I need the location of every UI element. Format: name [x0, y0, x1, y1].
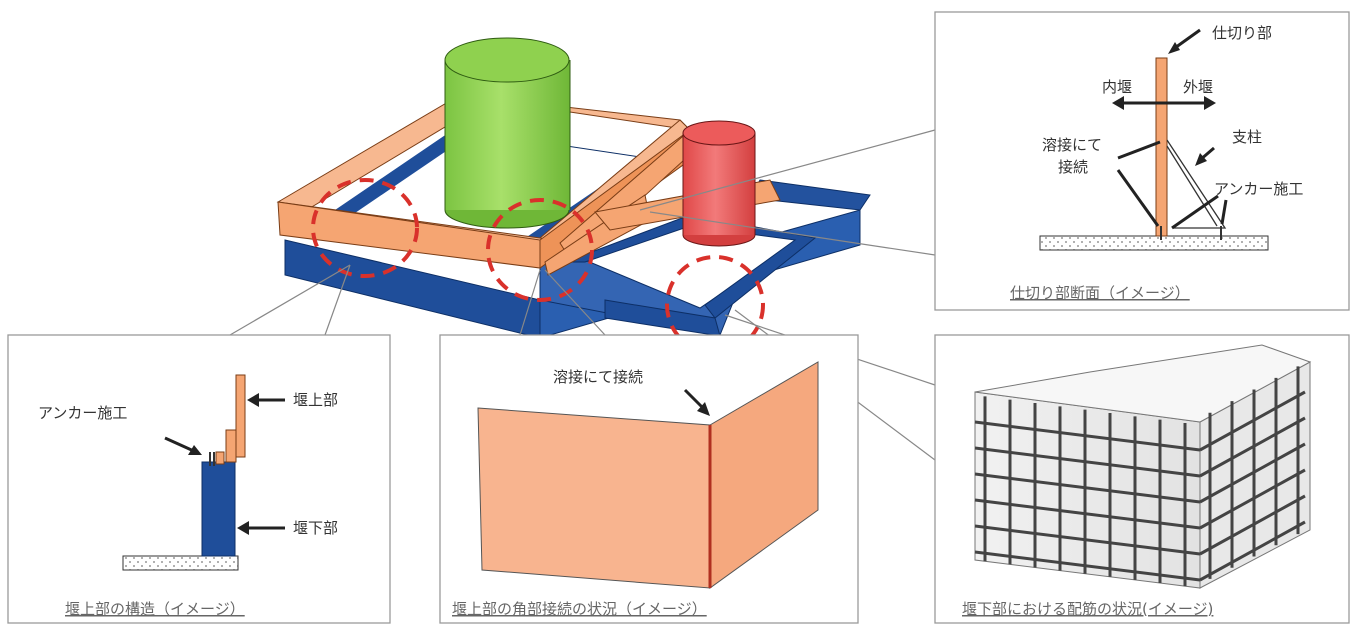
- ground-slab-2: [122, 555, 239, 571]
- upper-weir-plate-1: [235, 374, 246, 458]
- rebar-panel: 堰下部における配筋の状況(イメージ): [934, 334, 1350, 624]
- inner-blue-strips: [335, 125, 480, 213]
- arrowhead-lower: [237, 521, 249, 535]
- rebar-horizontal: [974, 550, 1201, 582]
- arrowhead-outer: [1204, 96, 1216, 110]
- rebar-horizontal: [974, 446, 1201, 478]
- arrowhead-anchor-left: [188, 445, 202, 455]
- ground-slab: [1039, 235, 1269, 251]
- arrowhead-weld-corner: [697, 402, 710, 416]
- rebar-wall-top: [974, 344, 1312, 423]
- highlight-circle-center: [486, 198, 594, 302]
- caption-rebar: 堰下部における配筋の状況(イメージ): [962, 600, 1213, 618]
- caption-corner: 堰上部の角部接続の状況（イメージ）: [452, 600, 707, 618]
- arrow-anchor-left: [164, 436, 197, 454]
- rebar-horizontal: [1199, 390, 1306, 452]
- arrowhead-support: [1195, 153, 1207, 166]
- rebar-horizontal: [974, 524, 1201, 556]
- main-weir-3d: [276, 37, 871, 355]
- upper-weir-plate-3: [215, 451, 225, 465]
- small-tank: [682, 120, 756, 247]
- section-panel: 仕切り部 内堰 外堰 溶接にて 接続 支柱 アンカー施工 仕切り部断面（イメージ…: [934, 11, 1350, 311]
- rebar-grid: [974, 366, 1306, 587]
- label-anchor-2: アンカー施工: [38, 404, 127, 422]
- partition-plate: [1155, 57, 1168, 237]
- rebar-horizontal: [1199, 494, 1306, 556]
- highlight-circle-left: [311, 178, 419, 278]
- label-partition: 仕切り部: [1212, 24, 1272, 42]
- label-lower-weir: 堰下部: [293, 519, 338, 537]
- label-weld-line1: 溶接にて: [1042, 136, 1102, 154]
- arrowhead-inner: [1112, 96, 1124, 110]
- label-support: 支柱: [1232, 128, 1262, 146]
- corner-panel: 溶接にて接続 堰上部の角部接続の状況（イメージ）: [439, 334, 859, 624]
- support-strut: [1166, 139, 1227, 229]
- label-upper-weir: 堰上部: [293, 391, 338, 409]
- corner-plate-left: [477, 407, 711, 589]
- label-weld-line2: 接続: [1058, 158, 1088, 176]
- arrow-weld-1: [1117, 140, 1161, 160]
- rebar-horizontal: [1199, 468, 1306, 530]
- lower-weir-block: [201, 461, 236, 557]
- arrowhead-partition: [1168, 42, 1180, 54]
- rebar-horizontal: [1199, 520, 1306, 582]
- arrow-anchor-2: [1220, 199, 1228, 225]
- support-strut-inner: [1166, 145, 1218, 227]
- upper-weir-plate-2: [225, 429, 237, 463]
- label-inner-weir: 内堰: [1102, 78, 1132, 96]
- rebar-horizontal: [974, 472, 1201, 504]
- large-tank: [444, 37, 571, 229]
- caption-upper-structure: 堰上部の構造（イメージ）: [65, 600, 245, 618]
- rebar-horizontal: [1199, 416, 1306, 478]
- arrow-anchor-1: [1171, 194, 1219, 230]
- rebar-horizontal: [974, 420, 1201, 452]
- upper-structure-panel: アンカー施工 堰上部 堰下部 堰上部の構造（イメージ）: [7, 334, 391, 624]
- rebar-horizontal: [974, 498, 1201, 530]
- arrowhead-upper: [247, 393, 259, 407]
- arrow-weld-2: [1116, 169, 1160, 227]
- caption-section: 仕切り部断面（イメージ）: [1010, 284, 1190, 302]
- label-outer-weir: 外堰: [1183, 78, 1213, 96]
- rebar-horizontal: [1199, 442, 1306, 504]
- label-anchor: アンカー施工: [1214, 180, 1303, 198]
- label-weld-corner: 溶接にて接続: [553, 368, 643, 386]
